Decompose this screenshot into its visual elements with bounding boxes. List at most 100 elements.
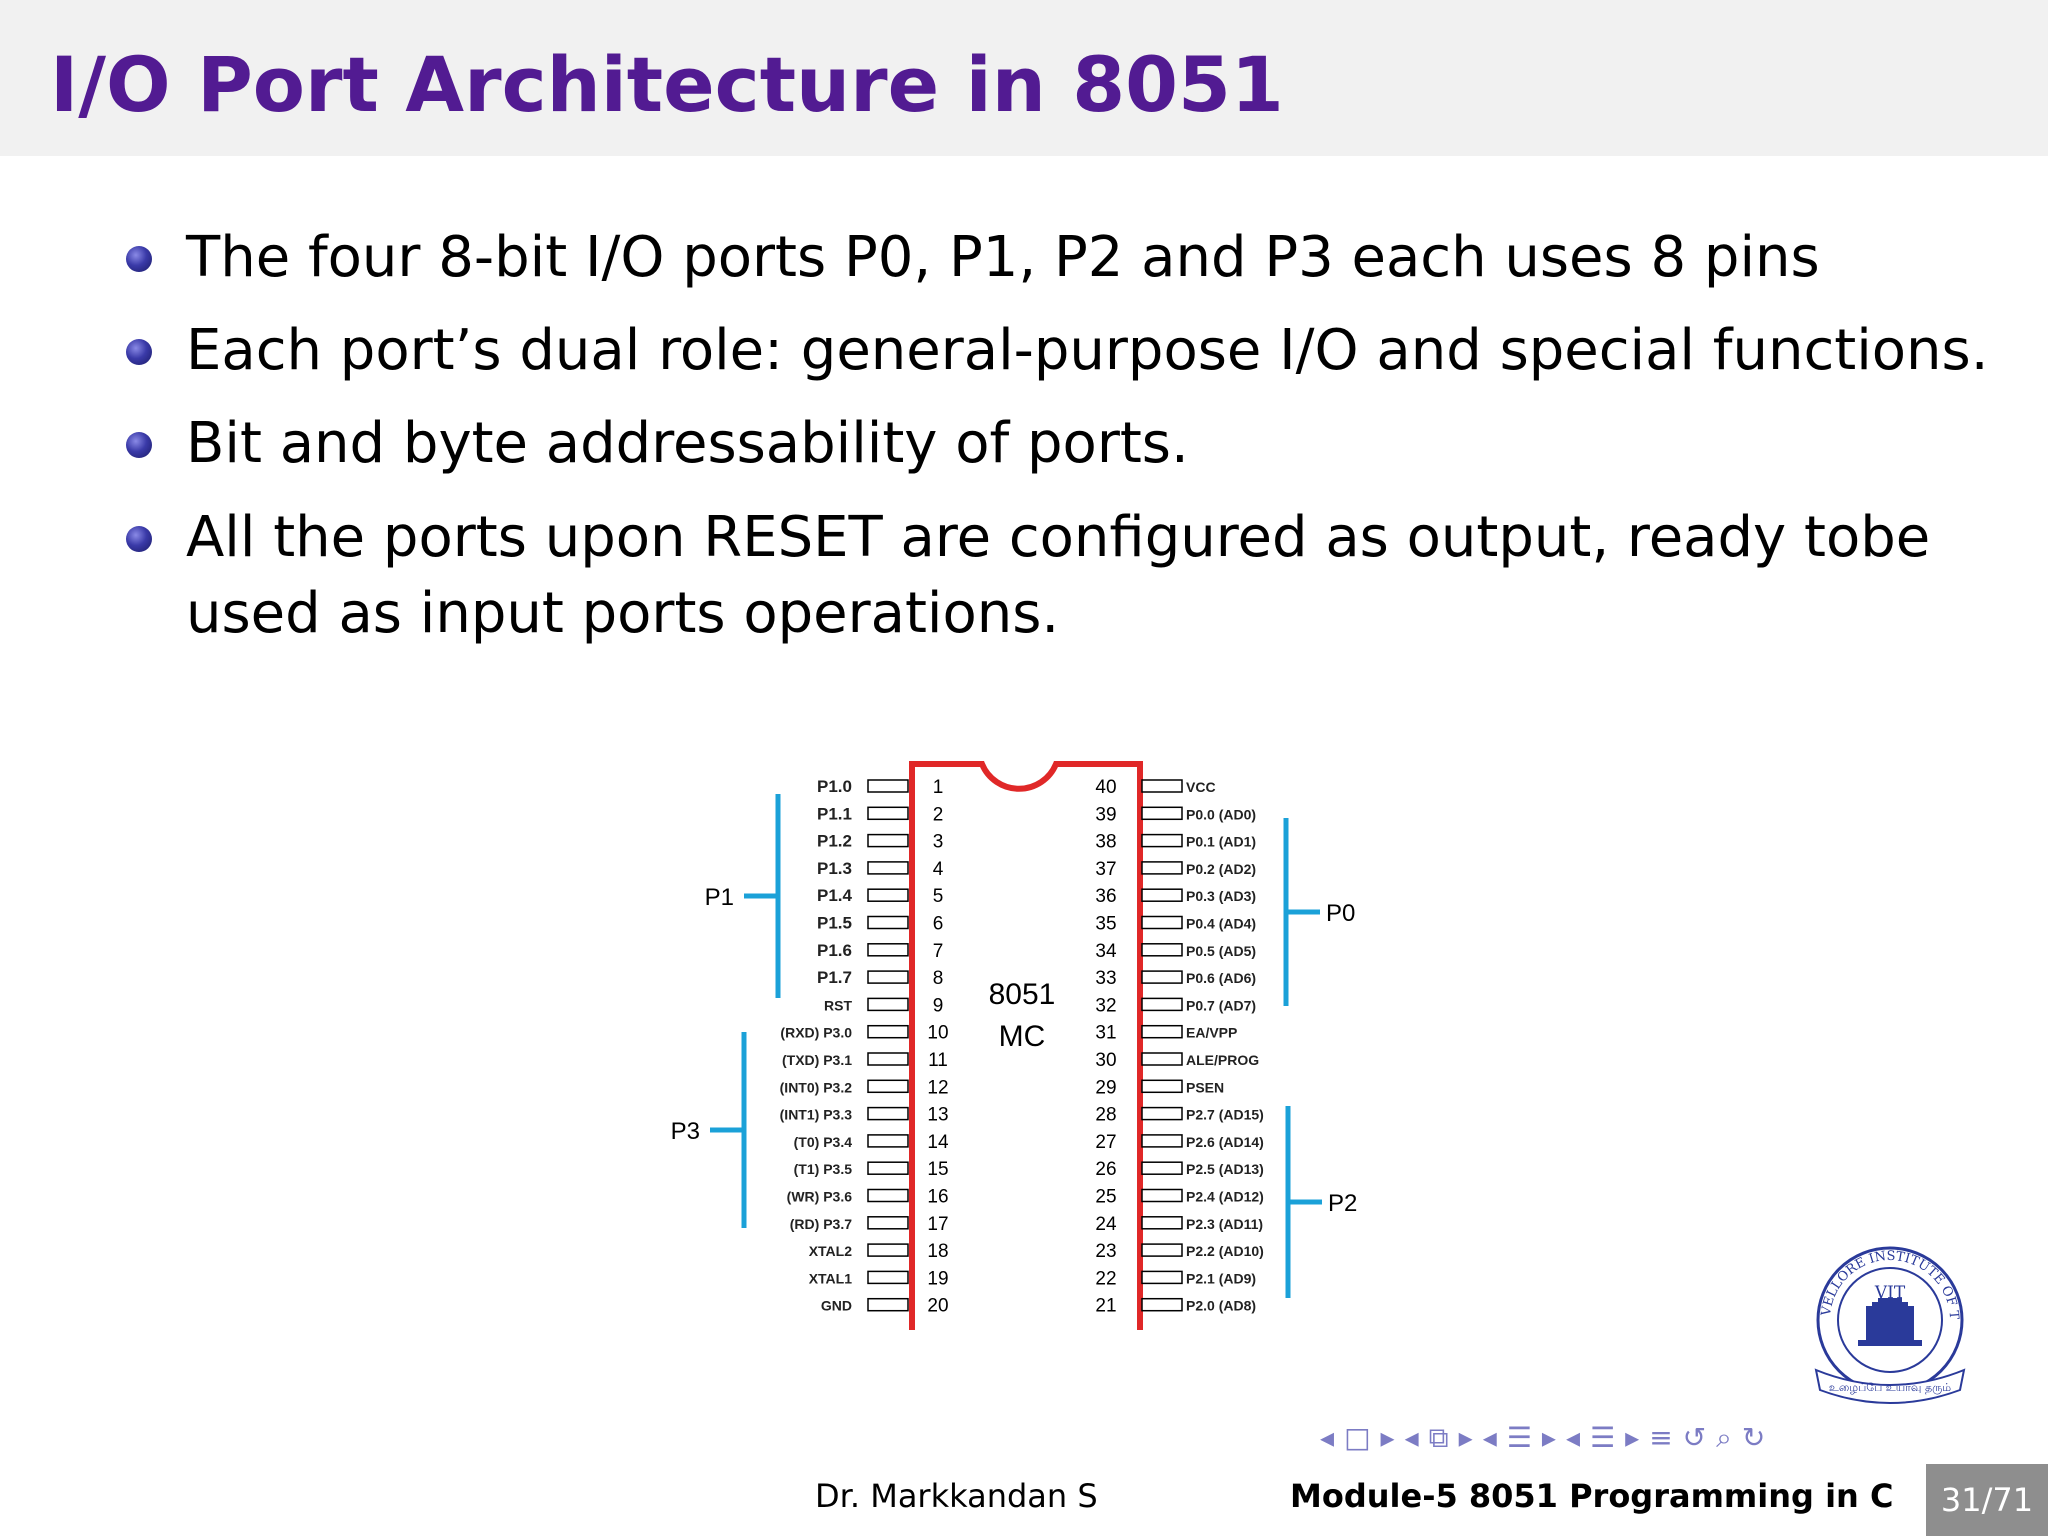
nav-frame-prev-icon[interactable]: ◂ (1320, 1421, 1335, 1454)
pin-stub (867, 1106, 909, 1121)
pin-label: P2.2 (AD10) (1186, 1243, 1264, 1259)
pin-number: 35 (1095, 914, 1116, 935)
pin-stub (1141, 779, 1183, 793)
pin-label: (RD) P3.7 (790, 1216, 852, 1232)
nav-back-icon[interactable]: ↺ (1682, 1421, 1707, 1454)
pin-stub (867, 1024, 909, 1039)
pin-label: P1.3 (817, 859, 852, 878)
nav-forward-icon[interactable]: ↻ (1741, 1421, 1766, 1454)
pin-rows: 1P1.02P1.13P1.24P1.35P1.46P1.57P1.68P1.7… (780, 777, 1264, 1317)
pin-stub (1141, 861, 1183, 875)
pin-label: P2.7 (AD15) (1186, 1107, 1264, 1123)
pin-label: P2.4 (AD12) (1186, 1189, 1264, 1205)
pin-stub (867, 1052, 909, 1066)
pin-number: 27 (1095, 1132, 1116, 1153)
pin-number: 14 (927, 1132, 949, 1153)
nav-doc-next-icon[interactable]: ▸ (1625, 1421, 1640, 1454)
bullet-text: Each port’s dual role: general-purpose I… (186, 318, 1989, 383)
pin-label: P1.5 (817, 914, 852, 933)
pin-label: P0.5 (AD5) (1186, 943, 1256, 959)
pin-label: P2.1 (AD9) (1186, 1270, 1256, 1286)
pin-number: 18 (927, 1241, 948, 1262)
pin-stub (1141, 1188, 1183, 1203)
bullet-text: All the ports upon RESET are configured … (186, 505, 1931, 646)
pin-stub (1141, 1052, 1183, 1066)
nav-frame-next-icon[interactable]: ▸ (1380, 1421, 1395, 1454)
pin-stub (1141, 888, 1183, 902)
pin-label: P2.0 (AD8) (1186, 1298, 1256, 1314)
pin-number: 5 (933, 886, 944, 907)
nav-doc-prev-icon[interactable]: ◂ (1565, 1421, 1581, 1454)
bullet-text: The four 8-bit I/O ports P0, P1, P2 and … (186, 225, 1820, 290)
pin-label: P2.5 (AD13) (1186, 1161, 1264, 1177)
bullet-icon (126, 339, 152, 365)
pin-label: (WR) P3.6 (787, 1189, 853, 1205)
nav-subsection-next-icon[interactable]: ▸ (1458, 1421, 1473, 1454)
pin-stub (867, 997, 909, 1012)
pin-number: 1 (933, 777, 944, 798)
pin-number: 22 (1095, 1268, 1116, 1289)
nav-align-icon[interactable]: ≡ (1649, 1421, 1673, 1454)
nav-subsection-prev-icon[interactable]: ◂ (1404, 1421, 1419, 1454)
pin-stub (867, 1270, 909, 1285)
pin-label: (T1) P3.5 (794, 1161, 853, 1177)
pin-label: P0.0 (AD0) (1186, 806, 1256, 822)
bullet-text: Bit and byte addressability of ports. (186, 411, 1189, 476)
pin-number: 25 (1095, 1187, 1116, 1208)
pin-label: RST (824, 997, 852, 1013)
pin-label: (T0) P3.4 (794, 1134, 853, 1150)
pin-number: 12 (927, 1077, 948, 1098)
pin-number: 23 (1095, 1241, 1116, 1262)
pin-number: 11 (928, 1050, 948, 1071)
pin-stub (867, 1216, 909, 1230)
chip-outline (909, 761, 1143, 1330)
pin-number: 39 (1095, 804, 1116, 825)
pin-number: 2 (933, 804, 944, 825)
pin-number: 30 (1095, 1050, 1116, 1071)
pin-number: 29 (1095, 1077, 1116, 1098)
pin-label: P1.4 (817, 886, 853, 905)
pin-number: 33 (1095, 968, 1116, 989)
pin-number: 34 (1095, 941, 1117, 962)
pin-number: 36 (1095, 886, 1116, 907)
pin-number: 32 (1095, 995, 1116, 1016)
pin-label: GND (821, 1298, 852, 1314)
nav-search-icon[interactable]: ⌕ (1716, 1421, 1732, 1454)
pin-label: P0.6 (AD6) (1186, 970, 1256, 986)
nav-section-prev-icon[interactable]: ◂ (1482, 1421, 1497, 1454)
vit-logo: VELLORE INSTITUTE OF TECHNOLOGY VIT உழைப… (1810, 1240, 1966, 1404)
pin-label: P0.3 (AD3) (1186, 888, 1256, 904)
bullet-icon (126, 432, 152, 458)
chip-label: 8051 (989, 978, 1056, 1011)
pin-stub (867, 806, 909, 821)
pin-label: P0.2 (AD2) (1186, 861, 1256, 877)
pin-stub (1141, 1134, 1183, 1148)
pin-number: 4 (933, 859, 944, 880)
logo-banner-text: உழைப்பே உயர்வு தரும் (1829, 1381, 1951, 1394)
pin-stub (867, 1243, 909, 1257)
pin-label: EA/VPP (1186, 1025, 1237, 1041)
pin-number: 19 (927, 1268, 948, 1289)
pin-stub (867, 1134, 909, 1148)
pin-number: 37 (1095, 859, 1116, 880)
pin-stub (1141, 806, 1183, 821)
footer-module-title: Module-5 8051 Programming in C (1290, 1477, 1894, 1515)
pin-number: 6 (933, 914, 944, 935)
nav-doc-icon[interactable]: ☰ (1590, 1421, 1616, 1454)
pin-label: P2.3 (AD11) (1186, 1216, 1263, 1232)
nav-subsection-icon[interactable]: ⧉ (1428, 1421, 1449, 1454)
pin-label: VCC (1186, 779, 1216, 795)
pin-number: 10 (927, 1023, 948, 1044)
pin-label: P1.7 (817, 968, 852, 987)
pin-label: XTAL1 (809, 1270, 853, 1286)
pin-number: 13 (927, 1105, 948, 1126)
temple-icon (1858, 1298, 1922, 1346)
nav-section-next-icon[interactable]: ▸ (1541, 1421, 1556, 1454)
bullet-icon (126, 246, 152, 272)
nav-frame-icon[interactable]: □ (1344, 1421, 1371, 1454)
nav-section-icon[interactable]: ☰ (1506, 1421, 1532, 1454)
pin-stub (867, 888, 909, 902)
pin-number: 16 (927, 1187, 948, 1208)
